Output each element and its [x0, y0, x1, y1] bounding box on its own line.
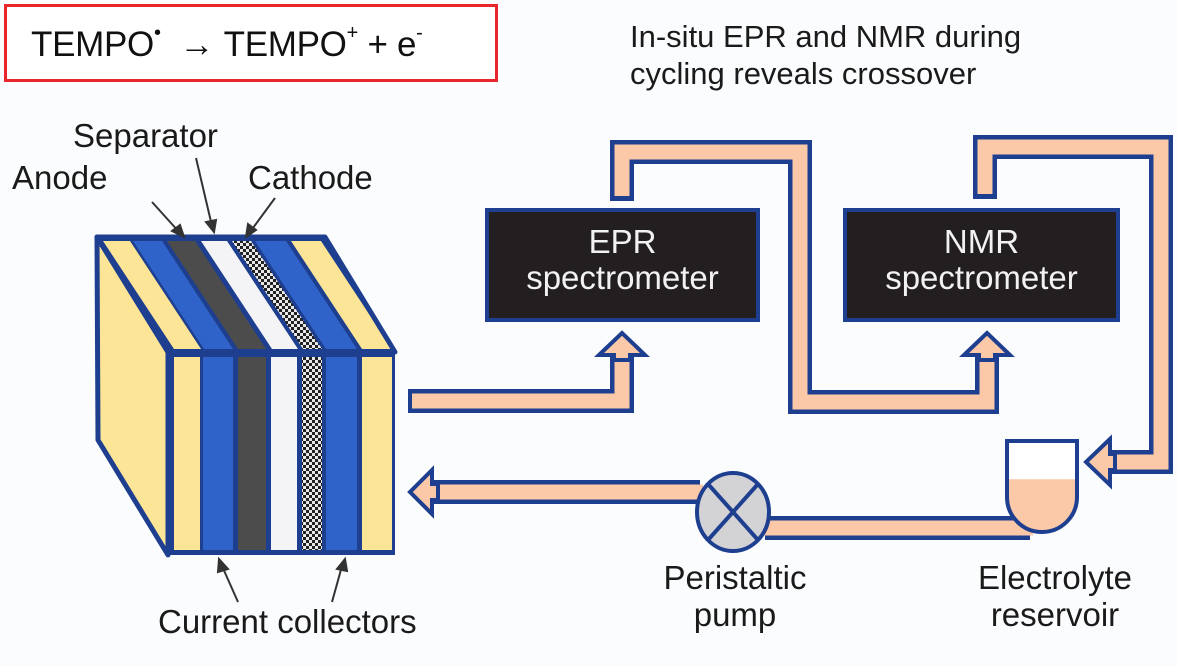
top-stripe-separator — [201, 241, 298, 349]
electron-charge: - — [416, 22, 423, 45]
collector-pointer-left — [221, 565, 239, 603]
battery-cell — [94, 234, 398, 558]
caption: In-situ EPR and NMR during cycling revea… — [630, 18, 1021, 92]
arrow-into-reservoir — [1083, 434, 1117, 490]
front-collector-right — [362, 357, 392, 550]
reservoir-label-line-1: Electrolyte — [977, 559, 1133, 596]
caption-line-1: In-situ EPR and NMR during — [630, 19, 1022, 54]
pump-label-line-1: Peristaltic — [663, 559, 807, 596]
separator-pointer — [195, 157, 213, 227]
anode-label: Anode — [12, 159, 108, 196]
front-separator — [271, 357, 297, 550]
epr-spectrometer-box — [485, 208, 760, 322]
reservoir-liquid — [1007, 479, 1077, 532]
tube-cell-to-epr — [410, 348, 634, 413]
arrow-into-nmr — [959, 330, 1015, 362]
top-stripe-blue-right — [255, 241, 357, 349]
front-collector-left — [174, 357, 200, 550]
top-stripe-collector-left — [103, 241, 201, 349]
arrow-into-cell — [407, 465, 440, 519]
product: TEMPO — [223, 25, 347, 64]
equation-box: TEMPO• → TEMPO+ + e- — [4, 4, 498, 82]
pump-label-line-2: pump — [693, 595, 777, 633]
cathode-label: Cathode — [248, 159, 373, 196]
redox-equation: TEMPO• → TEMPO+ + e- — [31, 22, 423, 65]
current-collectors-label: Current collectors — [158, 603, 417, 640]
cation-charge: + — [346, 22, 359, 45]
separator-label: Separator — [73, 117, 218, 154]
reservoir-label-line-2: reservoir — [990, 595, 1120, 633]
nmr-spectrometer-box — [843, 208, 1120, 322]
label-pointers — [151, 157, 349, 603]
caption-line-2: cycling reveals crossover — [630, 56, 977, 92]
flow-arrowheads — [407, 330, 1117, 519]
tubing — [408, 135, 1173, 540]
peristaltic-pump — [695, 471, 771, 553]
top-stripe-collector-right — [291, 241, 392, 349]
electrolyte-reservoir — [1005, 439, 1079, 534]
cathode-pointer — [249, 197, 276, 233]
front-anode — [238, 357, 266, 550]
front-cathode — [302, 357, 322, 550]
radical-dot: • — [153, 22, 161, 45]
front-cathode-electrode — [326, 357, 357, 550]
collector-pointer-right — [331, 565, 343, 603]
pump-label: Peristaltic pump — [640, 559, 830, 634]
reaction-arrow: → — [179, 25, 215, 64]
top-face-stripes — [103, 241, 392, 349]
front-anode-electrode — [203, 357, 233, 550]
arrow-into-epr — [594, 330, 650, 362]
top-stripe-cathode — [232, 241, 322, 349]
top-stripe-anode-left — [133, 241, 233, 349]
top-stripe-anode — [167, 241, 266, 349]
reservoir-label: Electrolyte reservoir — [940, 559, 1170, 634]
reactant: TEMPO — [31, 25, 154, 64]
electron: + e — [367, 25, 417, 64]
